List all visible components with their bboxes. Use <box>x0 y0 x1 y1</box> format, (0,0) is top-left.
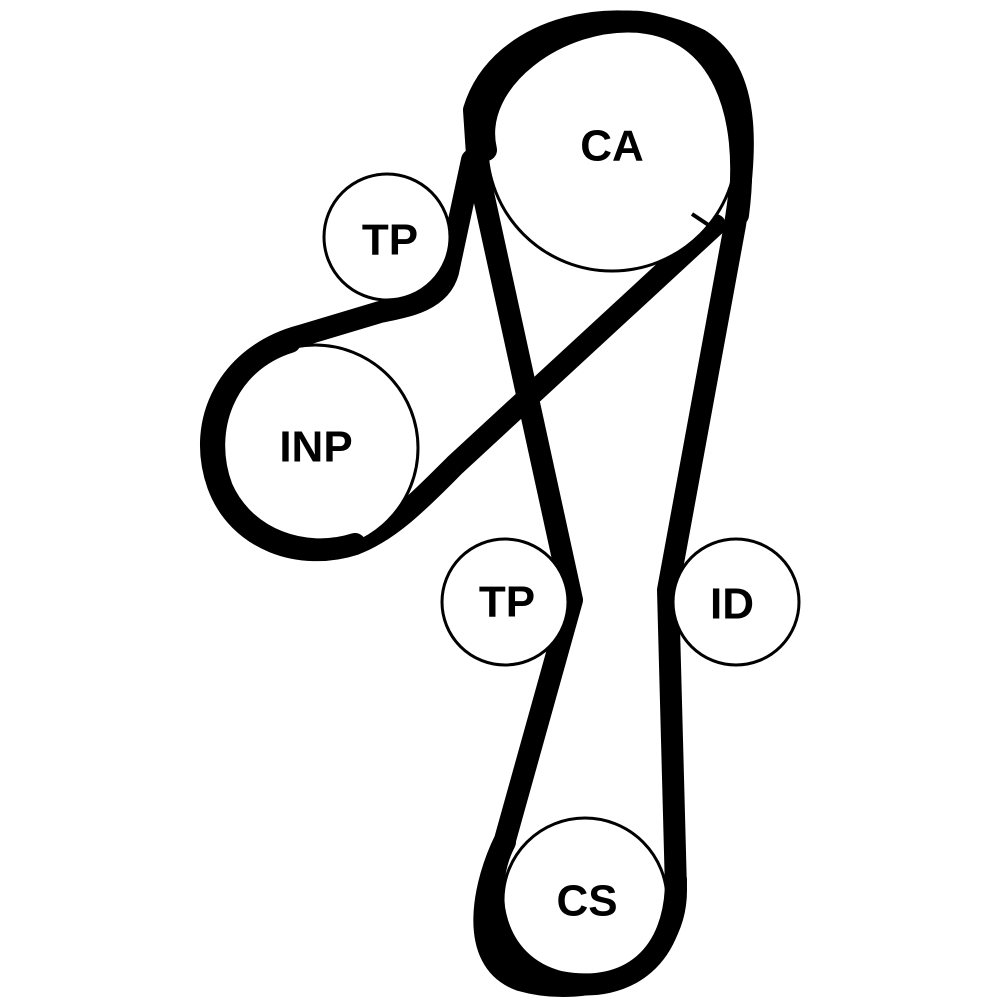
pulley-id-face <box>671 537 801 667</box>
pulley-tp-upper-label: TP <box>362 216 418 265</box>
pulley-tp-lower-label: TP <box>479 578 535 627</box>
pulley-cs-label: CS <box>556 877 617 926</box>
ca-timing-mark <box>690 212 712 228</box>
pulley-tp-upper: TP <box>322 172 452 302</box>
pulley-tp-lower: TP <box>440 537 570 667</box>
pulley-tp-upper-face <box>322 172 452 302</box>
pulley-id: ID <box>671 537 801 667</box>
pulley-inp-label: INP <box>279 423 352 472</box>
belt-inp-wrap-front <box>203 331 366 561</box>
pulley-ca-label: CA <box>580 122 644 171</box>
belt-cs-wrap-front <box>482 831 687 996</box>
timing-belt-front <box>203 10 753 996</box>
pulley-tp-lower-face <box>440 537 570 667</box>
belt-ca-wrap-front <box>473 10 753 226</box>
pulley-id-label: ID <box>710 580 754 629</box>
